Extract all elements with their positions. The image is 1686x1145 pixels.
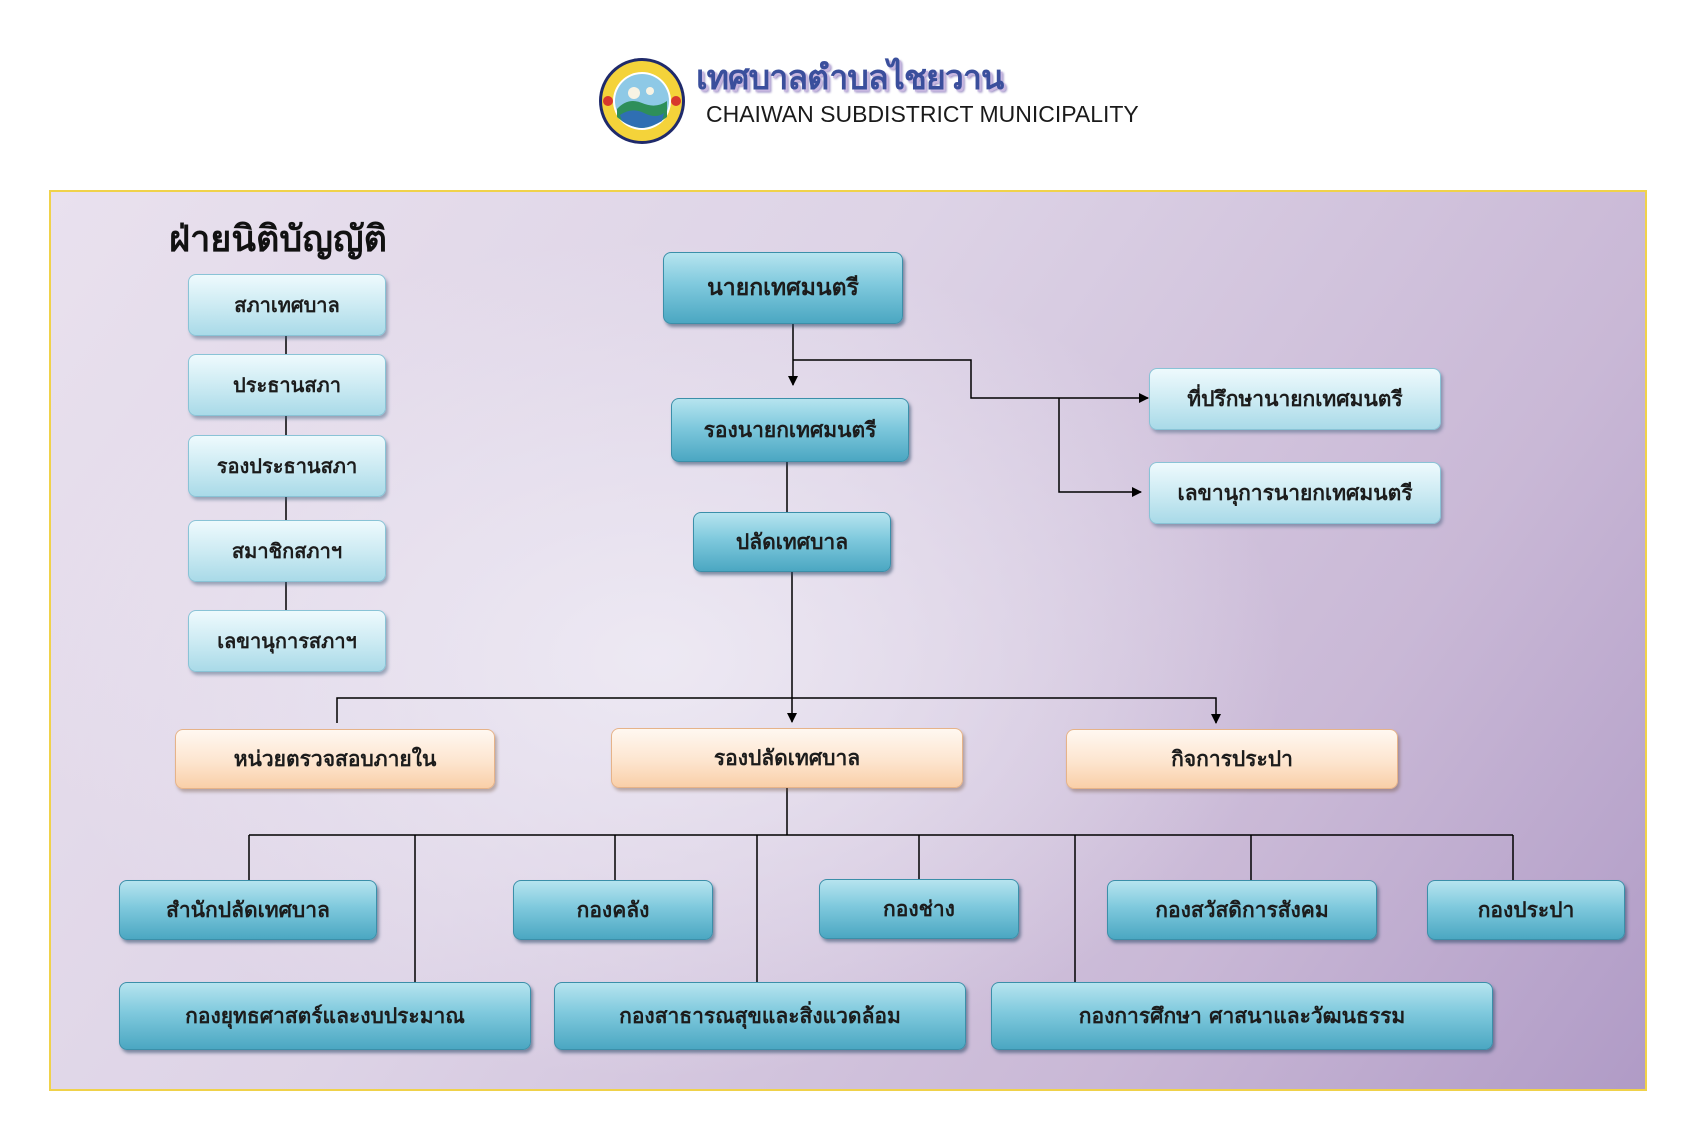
connector-arrow (336, 697, 1221, 724)
municipal-clerk-box: ปลัดเทศบาล (693, 512, 891, 572)
mayor-advisor-box: ที่ปรึกษานายกเทศมนตรี (1149, 368, 1441, 430)
council-vice-chair-box: รองประธานสภา (188, 435, 386, 497)
council-members-box: สมาชิกสภาฯ (188, 520, 386, 582)
municipality-title-english: CHAIWAN SUBDISTRICT MUNICIPALITY (706, 101, 1139, 127)
water-supply-division-box: กองประปา (1427, 880, 1625, 940)
internal-audit-box: หน่วยตรวจสอบภายใน (175, 729, 495, 789)
engineering-division-box: กองช่าง (819, 879, 1019, 939)
deputy-mayor-box: รองนายกเทศมนตรี (671, 398, 909, 462)
strategy-budget-division-box: กองยุทธศาสตร์และงบประมาณ (119, 982, 531, 1050)
education-division-box: กองการศึกษา ศาสนาและวัฒนธรรม (991, 982, 1493, 1050)
mayor-secretary-box: เลขานุการนายกเทศมนตรี (1149, 462, 1441, 524)
water-works-box: กิจการประปา (1066, 729, 1398, 789)
org-chart-connectors (248, 305, 1514, 982)
social-welfare-division-box: กองสวัสดิการสังคม (1107, 880, 1377, 940)
finance-division-box: กองคลัง (513, 880, 713, 940)
public-health-division-box: กองสาธารณสุขและสิ่งแวดล้อม (554, 982, 966, 1050)
clerk-office-division-box: สำนักปลัดเทศบาล (119, 880, 377, 940)
municipal-seal-icon (599, 58, 685, 144)
deputy-clerk-box: รองปลัดเทศบาล (611, 728, 963, 788)
connector-arrow (1058, 398, 1142, 497)
municipality-title-thai: เทศบาลตำบลไชยวาน (696, 58, 1004, 98)
council-secretary-box: เลขานุการสภาฯ (188, 610, 386, 672)
header: เทศบาลตำบลไชยวาน CHAIWAN SUBDISTRICT MUN… (0, 0, 1686, 160)
council-box: สภาเทศบาล (188, 274, 386, 336)
mayor-box: นายกเทศมนตรี (663, 252, 903, 324)
connector-arrow (793, 359, 1149, 403)
legislative-heading: ฝ่ายนิติบัญญัติ (169, 219, 387, 260)
council-chair-box: ประธานสภา (188, 354, 386, 416)
org-chart-panel: ฝ่ายนิติบัญญัติ สภาเทศบาล ประธานสภา รองป… (49, 190, 1647, 1091)
